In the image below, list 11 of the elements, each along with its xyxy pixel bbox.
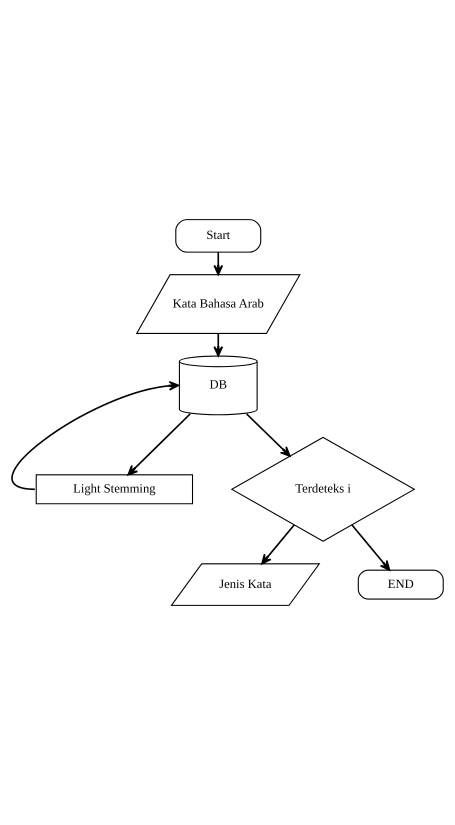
arrow [213, 252, 224, 276]
arrow [246, 413, 291, 457]
arrow [12, 380, 180, 490]
node-box: END [358, 570, 444, 600]
arrow [351, 524, 390, 571]
arrow [261, 524, 295, 565]
arrow [213, 334, 224, 357]
arrow [127, 413, 191, 476]
node-diamond: Terdeteks i [230, 436, 416, 542]
node-box: Light Stemming [36, 474, 194, 504]
node-box: Start [175, 219, 262, 253]
